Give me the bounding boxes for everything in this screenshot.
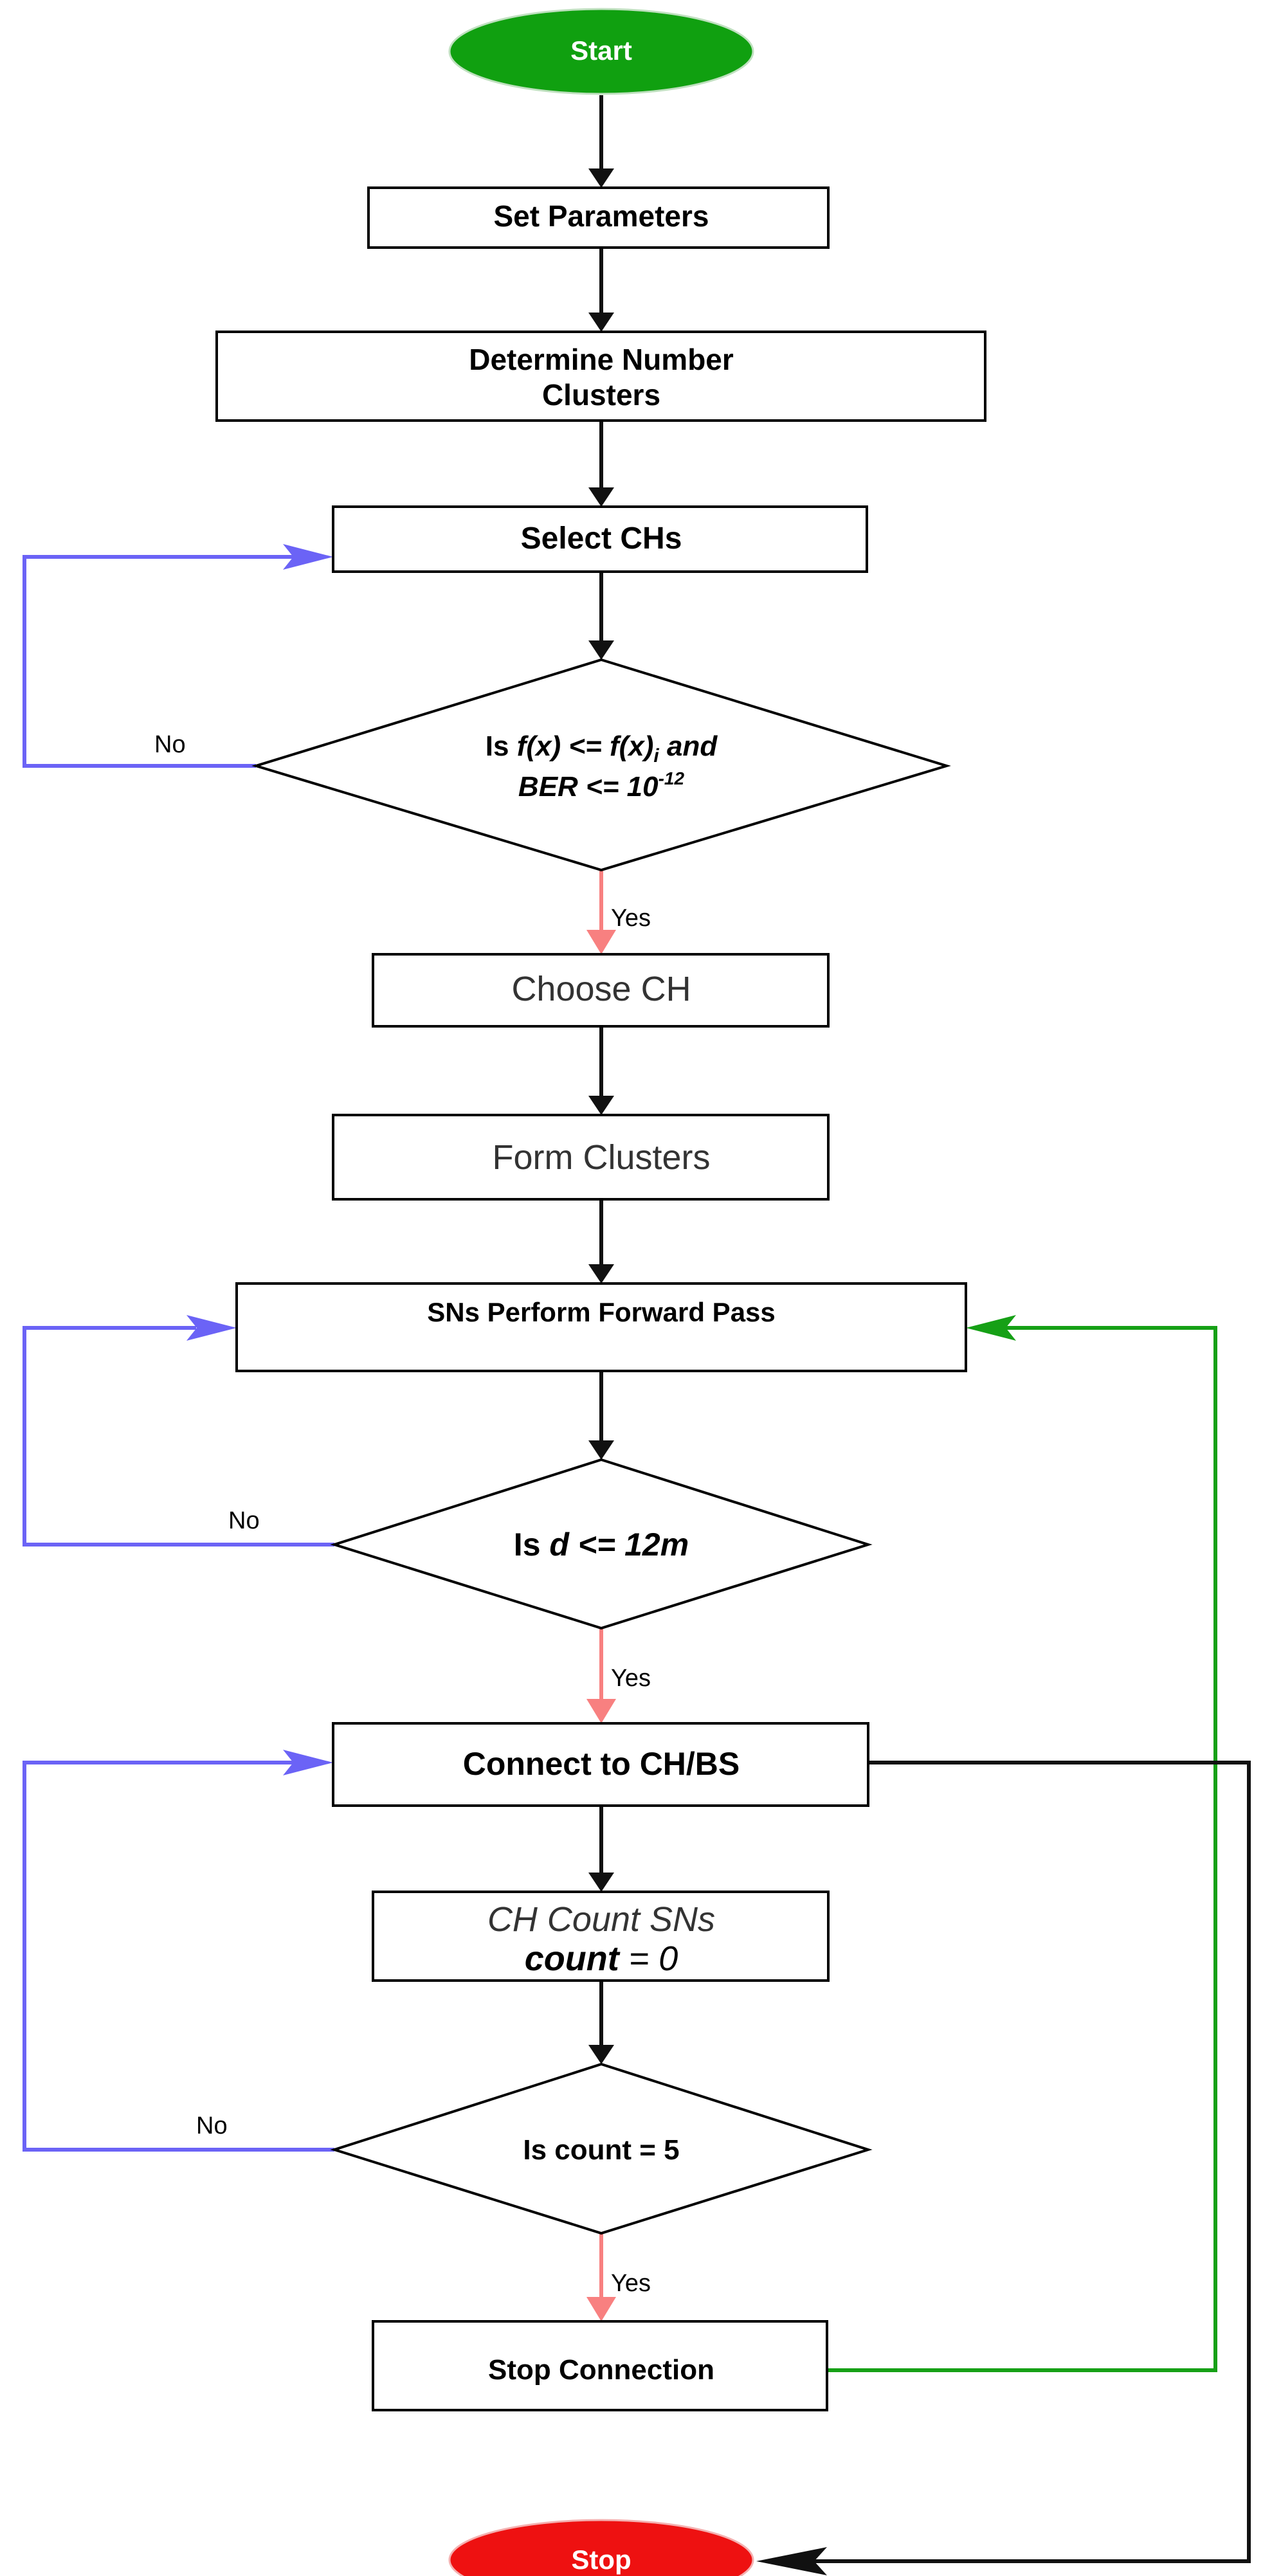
decision-fx-diamond <box>251 658 951 872</box>
arrowhead <box>186 1315 237 1341</box>
decision-count-label: Is count = 5 <box>523 2134 679 2166</box>
start-terminal <box>448 8 754 95</box>
decision-d-label: Is d <= 12m <box>514 1527 689 1563</box>
start-label: Start <box>570 35 632 66</box>
arrowhead <box>586 2297 616 2321</box>
decision-fx-sub: i <box>653 745 659 766</box>
determine-clusters-box <box>215 331 986 422</box>
ch-count-line1: CH Count SNs <box>487 1900 715 1939</box>
edge-no-loop-select-chs <box>23 555 309 768</box>
decision-fx-and: and <box>659 730 718 762</box>
ch-count-box <box>372 1891 830 1982</box>
edge-label-no-3: No <box>196 2112 228 2139</box>
arrowhead <box>756 2547 827 2575</box>
ch-count-rest: = 0 <box>619 1939 678 1978</box>
decision-d-expr: d <= 12m <box>549 1527 689 1563</box>
determine-clusters-line2: Clusters <box>542 378 660 412</box>
set-parameters-label: Set Parameters <box>494 199 709 233</box>
determine-clusters-line1: Determine Number <box>469 343 734 376</box>
arrowhead <box>588 1264 614 1283</box>
arrowhead <box>586 930 616 954</box>
decision-fx-line2: BER <= 10-12 <box>518 768 685 803</box>
edge-label-yes-2: Yes <box>611 1665 651 1692</box>
edge-label-yes-1: Yes <box>611 905 651 932</box>
edge-connect-to-stop <box>810 1761 1251 2563</box>
form-clusters-box <box>332 1114 830 1201</box>
decision-fx-line1: Is f(x) <= f(x)i and <box>486 730 718 766</box>
forward-pass-label: SNs Perform Forward Pass <box>427 1297 776 1327</box>
arrowhead <box>588 1440 614 1460</box>
decision-fx-exp: -12 <box>659 768 685 788</box>
decision-d-is: Is <box>514 1527 550 1563</box>
stop-connection-label: Stop Connection <box>488 2354 714 2386</box>
edge-stop-connection-to-forward-pass <box>827 1326 1217 2372</box>
arrowhead <box>966 1315 1016 1341</box>
edge-no-loop-connect <box>23 1761 334 2152</box>
stop-terminal <box>448 2519 754 2576</box>
arrowhead <box>588 313 614 332</box>
choose-ch-box <box>372 953 830 1028</box>
set-parameters-box <box>367 186 830 249</box>
choose-ch-label: Choose CH <box>511 970 691 1008</box>
decision-d-diamond <box>330 1458 873 1630</box>
arrowhead <box>588 2045 614 2064</box>
connect-box <box>332 1722 869 1807</box>
edge-label-no-2: No <box>228 1507 260 1534</box>
ch-count-bold: count <box>525 1939 621 1978</box>
arrowhead <box>588 168 614 188</box>
decision-fx-ber: BER <= 10 <box>518 771 659 803</box>
stop-label: Stop <box>571 2544 631 2575</box>
decision-fx-fxi: f(x) <box>610 730 653 762</box>
arrowhead <box>283 544 333 570</box>
arrowhead <box>588 487 614 507</box>
edge-no-loop-forward-pass <box>23 1326 334 1547</box>
edge-label-no-1: No <box>154 731 186 758</box>
decision-count-diamond <box>330 2062 873 2235</box>
ch-count-line2: count = 0 <box>525 1939 678 1978</box>
decision-fx-fx: f(x) <box>517 730 561 762</box>
arrowhead <box>586 1699 616 1723</box>
select-chs-box <box>332 505 868 573</box>
forward-pass-box <box>235 1282 967 1372</box>
arrowhead <box>588 1096 614 1115</box>
connect-label: Connect to CH/BS <box>463 1746 740 1782</box>
arrowhead <box>588 640 614 660</box>
decision-fx-is: Is <box>486 730 517 762</box>
edge-label-yes-3: Yes <box>611 2270 651 2297</box>
arrowhead <box>283 1750 333 1775</box>
form-clusters-label: Form Clusters <box>492 1138 710 1177</box>
decision-fx-op: <= <box>561 730 610 762</box>
arrowhead <box>588 1873 614 1892</box>
stop-connection-box <box>372 2320 828 2411</box>
select-chs-label: Select CHs <box>521 522 682 556</box>
